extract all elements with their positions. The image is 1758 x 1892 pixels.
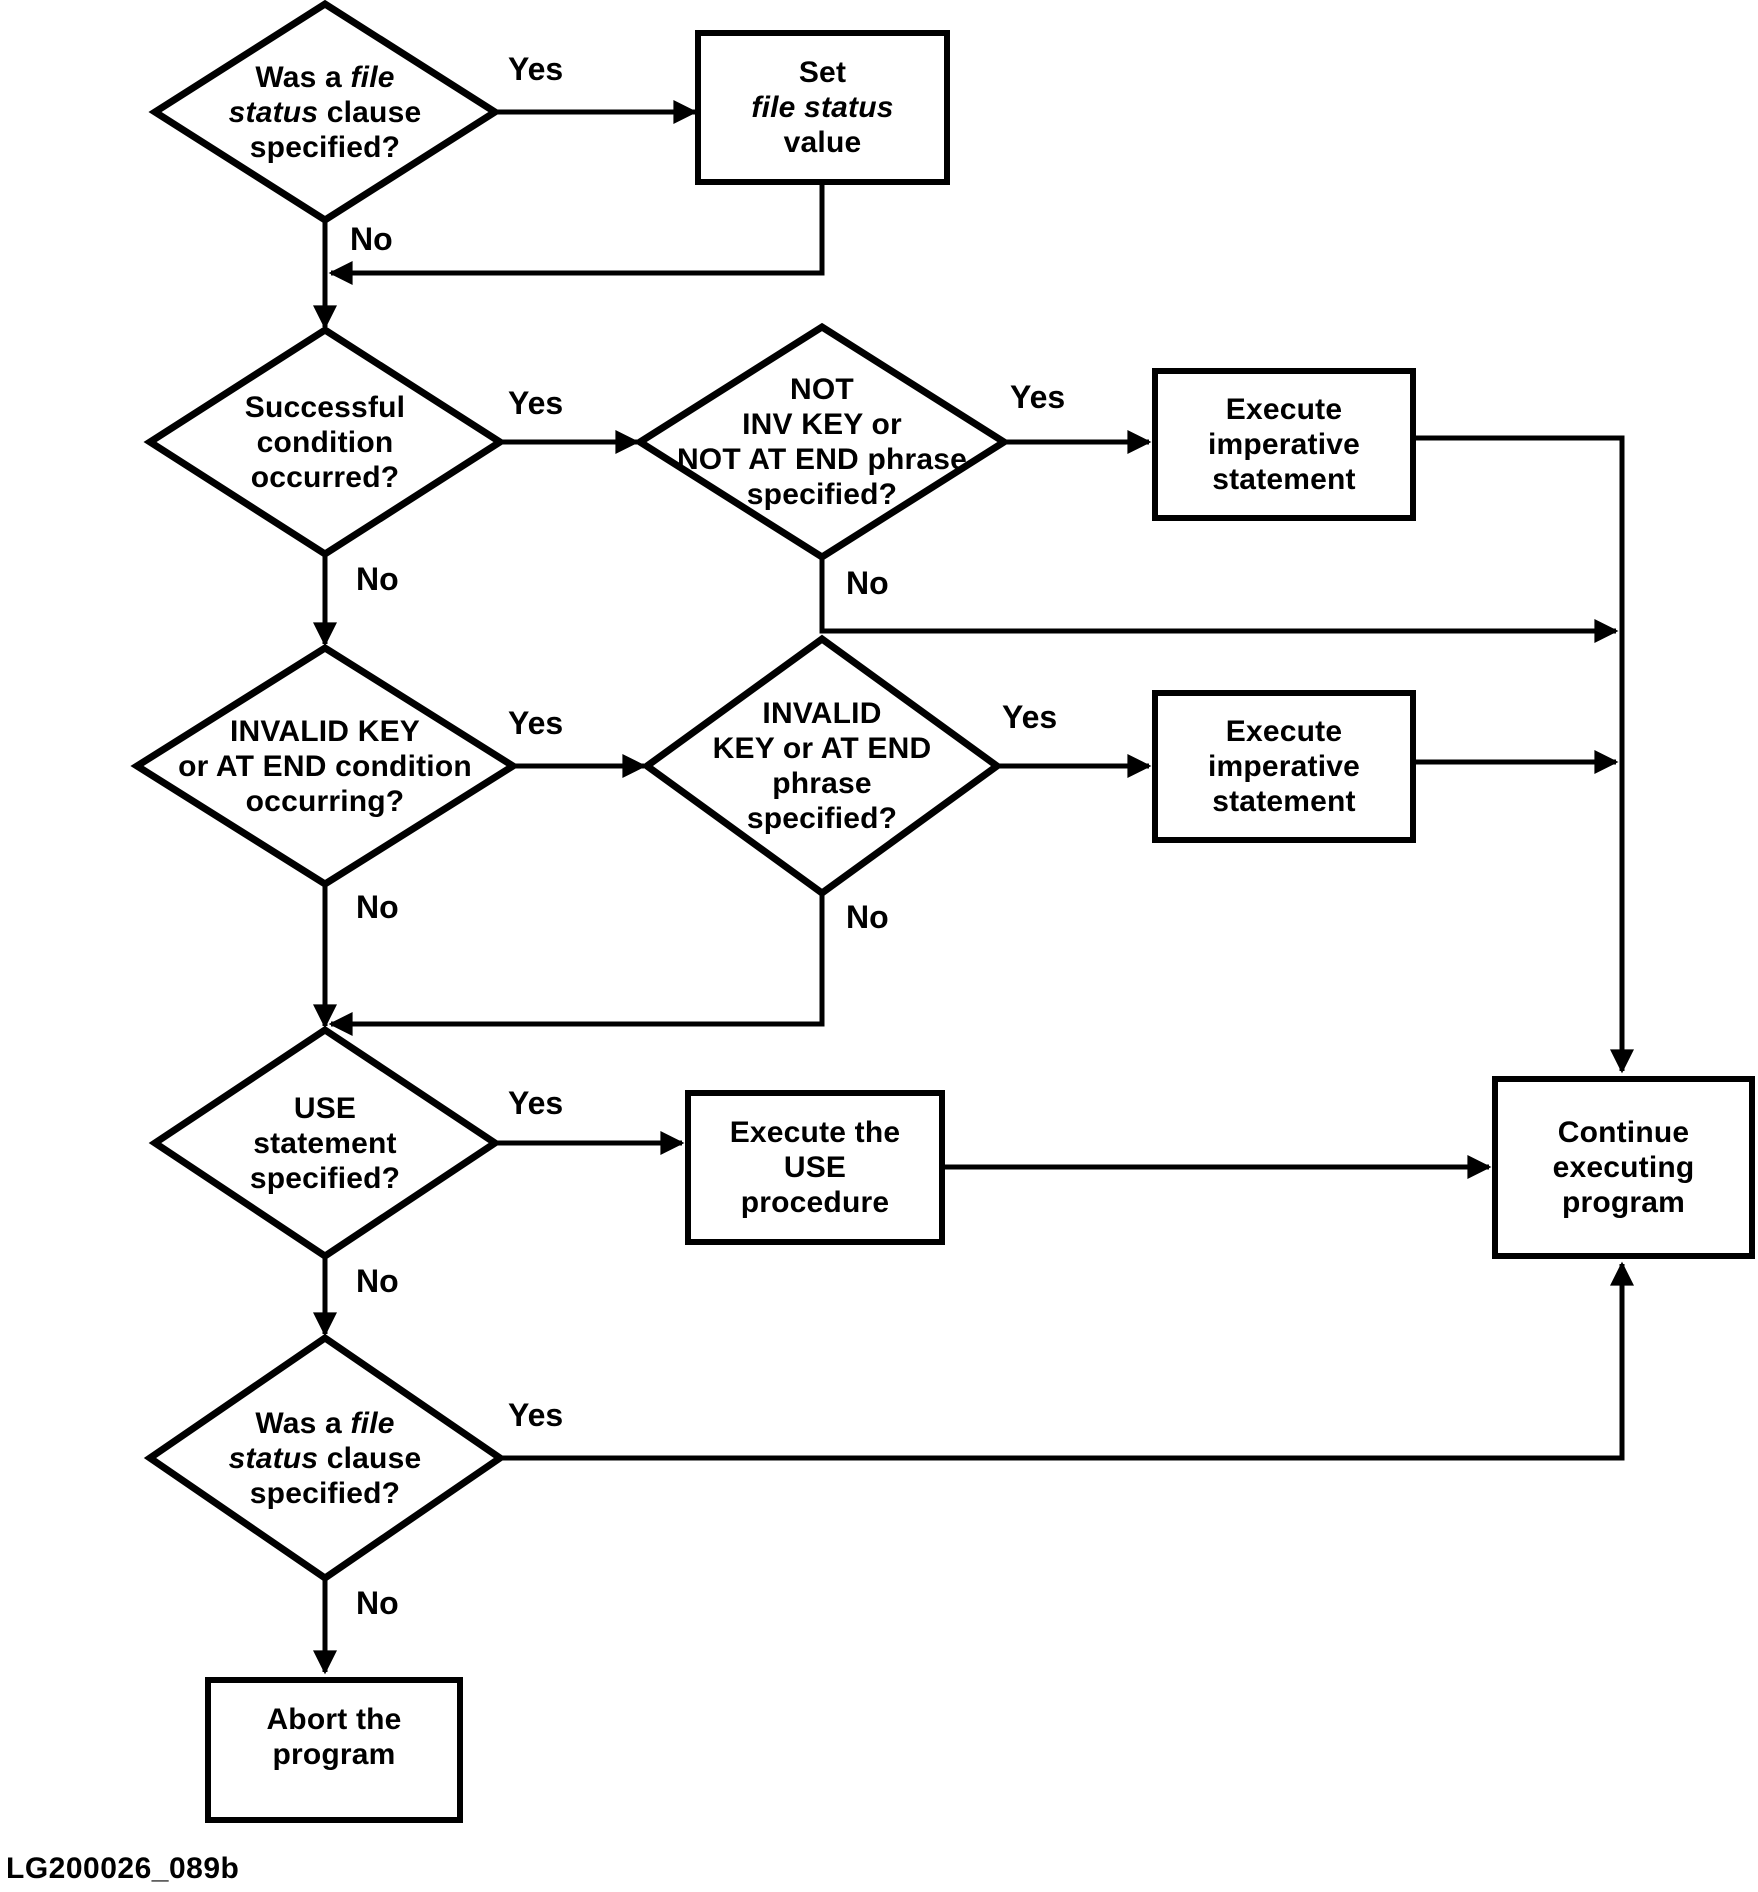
no-label: No [846, 899, 889, 935]
no-label: No [356, 1263, 399, 1299]
decision-invalid-key-condition-shape [130, 643, 520, 889]
process-set-file-status: Set file status value [695, 30, 950, 185]
yes-label: Yes [508, 705, 564, 741]
no-label: No [846, 565, 889, 601]
process-execute-use-procedure-text: Execute the USE procedure [729, 1116, 901, 1219]
yes-label: Yes [508, 385, 564, 421]
process-set-file-status-text: Set file status value [751, 56, 894, 159]
process-abort-program-text: Abort the program [266, 1703, 402, 1771]
process-continue-program: Continue executing program [1492, 1076, 1755, 1259]
connector-exec1-to-continue [1416, 435, 1634, 1074]
yes-label: Yes [508, 51, 564, 87]
no-label: No [356, 1585, 399, 1621]
process-execute-imperative-1: Execute imperative statement [1152, 368, 1416, 521]
decision-was-file-status-1-shape [148, 0, 502, 225]
figure-caption: LG200026_089b [6, 1852, 240, 1885]
connector-d7-yes [500, 1261, 1634, 1461]
process-execute-use-procedure: Execute the USE procedure [685, 1090, 945, 1245]
process-abort-program: Abort the program [205, 1677, 463, 1823]
process-execute-imperative-2: Execute imperative statement [1152, 690, 1416, 843]
connector-d3-no [819, 557, 1619, 643]
yes-label: Yes [508, 1397, 564, 1433]
decision-successful-condition-shape [143, 325, 507, 559]
process-continue-program-text: Continue executing program [1552, 1116, 1695, 1219]
no-label: No [350, 221, 393, 257]
decision-invalid-key-phrase-shape [641, 634, 1003, 898]
decision-not-inv-key-phrase-shape [633, 322, 1011, 562]
yes-label: Yes [1002, 699, 1058, 735]
connector-set-feedback [328, 185, 825, 285]
connector-d5-no [328, 893, 825, 1036]
yes-label: Yes [1010, 379, 1066, 415]
process-execute-imperative-2-text: Execute imperative statement [1207, 715, 1361, 818]
decision-was-file-status-2-shape [143, 1333, 507, 1583]
decision-use-statement-shape [148, 1025, 502, 1261]
process-execute-imperative-1-text: Execute imperative statement [1207, 393, 1361, 496]
yes-label: Yes [508, 1085, 564, 1121]
no-label: No [356, 889, 399, 925]
no-label: No [356, 561, 399, 597]
